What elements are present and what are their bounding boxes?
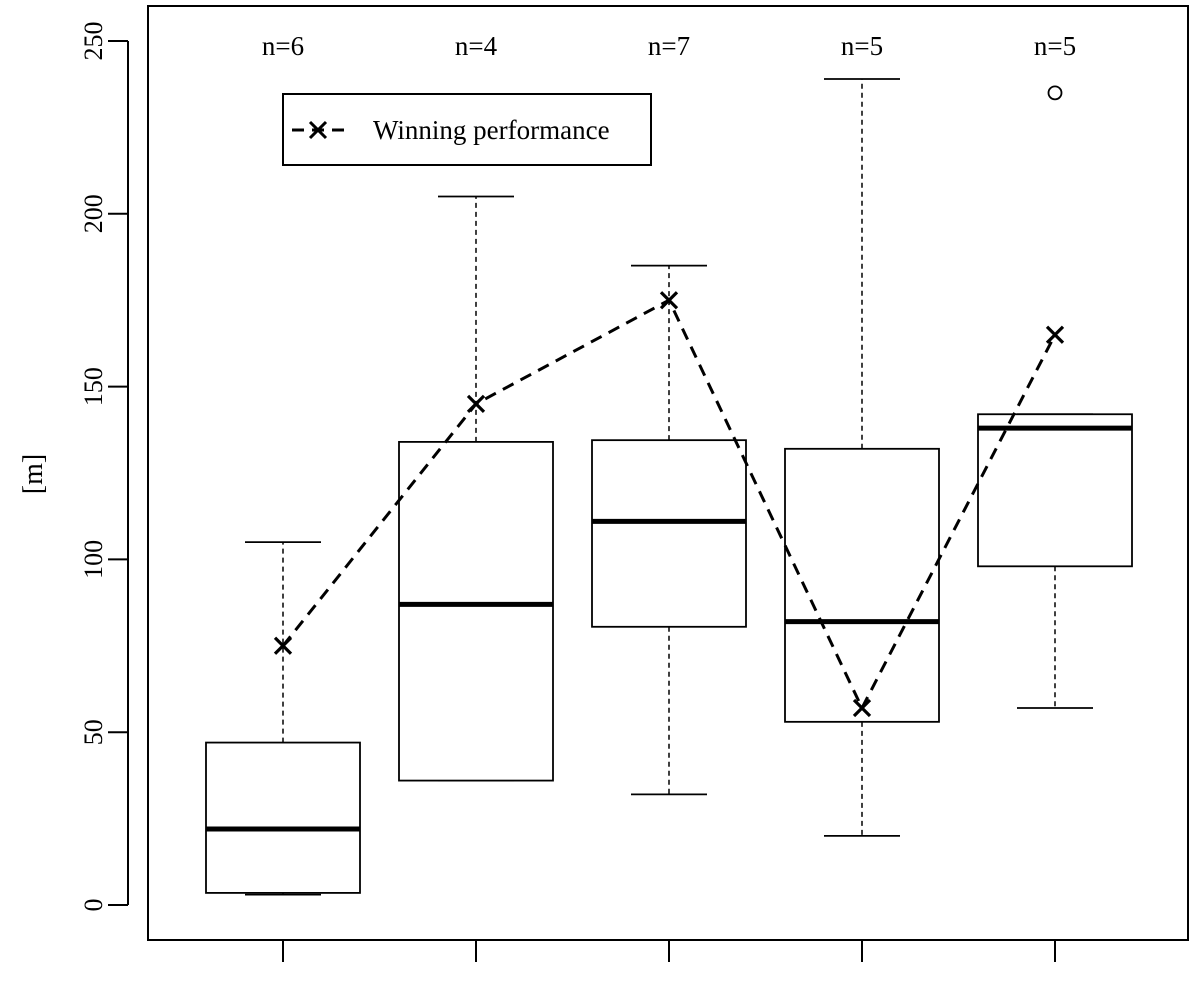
n-label-4: n=5 xyxy=(841,31,883,61)
winning-performance-point-2 xyxy=(466,394,486,414)
legend: Winning performance xyxy=(282,93,652,166)
iqr-box xyxy=(784,447,940,723)
legend-entry-label: Winning performance xyxy=(373,115,610,145)
winning-performance-series xyxy=(273,291,1065,718)
legend-cross-marker xyxy=(308,120,328,140)
y-tick-label-50: 50 xyxy=(79,719,108,745)
outlier-point xyxy=(1047,85,1063,101)
legend-box xyxy=(282,93,652,166)
iqr-box xyxy=(205,741,361,894)
iqr-box xyxy=(398,440,554,782)
y-tick-label-250: 250 xyxy=(79,22,108,61)
boxes xyxy=(205,78,1133,896)
y-tick-label-0: 0 xyxy=(79,899,108,912)
n-label-2: n=4 xyxy=(455,31,498,61)
n-label-5: n=5 xyxy=(1034,31,1076,61)
iqr-box xyxy=(591,439,747,628)
y-axis-label: [m] xyxy=(18,454,49,494)
n-label-1: n=6 xyxy=(262,31,304,61)
y-tick-label-150: 150 xyxy=(79,367,108,406)
box-3 xyxy=(591,264,747,796)
y-tick-label-200: 200 xyxy=(79,194,108,233)
winning-performance-point-1 xyxy=(273,636,293,655)
x-ticks xyxy=(282,940,1056,962)
y-tick-label-100: 100 xyxy=(79,540,108,579)
box-5 xyxy=(977,85,1133,709)
winning-performance-point-3 xyxy=(659,291,679,310)
winning-performance-point-5 xyxy=(1045,325,1065,344)
box-2 xyxy=(398,195,554,782)
box-4 xyxy=(784,78,940,837)
y-axis: 0 50 100 150 200 250 xyxy=(79,22,129,912)
n-labels: n=6 n=4 n=7 n=5 n=5 xyxy=(262,31,1076,61)
winning-performance-point-4 xyxy=(852,698,872,718)
iqr-box xyxy=(977,413,1133,568)
n-label-3: n=7 xyxy=(648,31,690,61)
box-1 xyxy=(205,541,361,896)
